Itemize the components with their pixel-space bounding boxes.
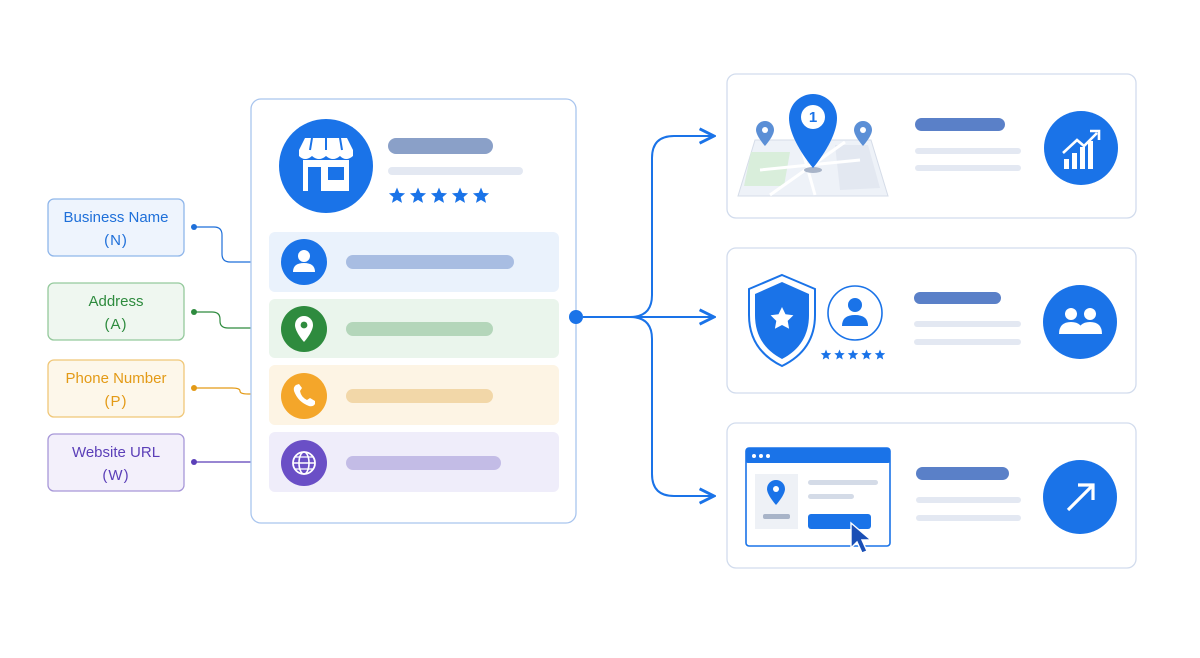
- people-icon: [1043, 285, 1117, 359]
- nap-label-address: Address (A): [47, 282, 185, 341]
- business-profile-card: [250, 98, 577, 524]
- star-icon: [430, 187, 448, 203]
- phone-icon: [281, 373, 327, 419]
- map-ranking-icon: 1: [737, 94, 889, 197]
- user-icon: [281, 239, 327, 285]
- star-icon: [861, 349, 872, 360]
- info-row-address: [269, 299, 559, 358]
- star-icon: [847, 349, 859, 360]
- info-row-phone: [269, 365, 559, 425]
- star-icon: [472, 187, 490, 203]
- outcome-line-placeholder: [914, 321, 1021, 327]
- profile-avatar-icon: [827, 285, 883, 341]
- star-icon: [820, 349, 832, 360]
- row-placeholder: [346, 456, 501, 470]
- label-title: Website URL: [72, 444, 160, 461]
- rating-stars: [388, 187, 490, 203]
- label-code: (W): [102, 467, 129, 484]
- outcome-line-placeholder: [914, 339, 1021, 345]
- review-stars: [820, 349, 886, 360]
- info-row-name: [269, 232, 559, 292]
- label-title: Business Name: [63, 209, 168, 226]
- globe-icon: [281, 440, 327, 486]
- outcome-card-website-traffic: [726, 422, 1137, 569]
- outcome-title-placeholder: [915, 118, 1005, 131]
- star-icon: [834, 349, 845, 360]
- location-pin-icon: [281, 306, 327, 352]
- label-title: Phone Number: [66, 370, 167, 387]
- nap-label-business-name: Business Name (N): [47, 198, 185, 257]
- label-code: (P): [105, 393, 128, 410]
- row-placeholder: [346, 389, 493, 403]
- growth-chart-icon: [1044, 111, 1118, 185]
- map-rank-number: 1: [809, 109, 817, 126]
- business-subtitle-placeholder: [388, 167, 523, 175]
- star-icon: [388, 187, 406, 203]
- star-icon: [451, 187, 469, 203]
- row-placeholder: [346, 322, 493, 336]
- outcome-title-placeholder: [916, 467, 1009, 480]
- trust-shield-icon: [748, 273, 816, 368]
- outcome-line-placeholder: [916, 497, 1021, 503]
- store-icon: [279, 119, 373, 213]
- outcome-card-trust: [726, 247, 1137, 394]
- label-code: (A): [105, 316, 128, 333]
- row-placeholder: [346, 255, 514, 269]
- website-click-icon: [745, 447, 891, 554]
- info-row-website: [269, 432, 559, 492]
- star-icon: [874, 349, 886, 360]
- business-title-placeholder: [388, 138, 493, 154]
- star-icon: [409, 187, 427, 203]
- outcome-card-map-ranking: 1: [726, 73, 1137, 219]
- outcome-line-placeholder: [915, 148, 1021, 154]
- label-code: (N): [104, 232, 128, 249]
- label-title: Address: [88, 293, 143, 310]
- outcome-line-placeholder: [915, 165, 1021, 171]
- outcome-title-placeholder: [914, 292, 1001, 304]
- branch-connector: [569, 136, 714, 496]
- outcome-line-placeholder: [916, 515, 1021, 521]
- nap-label-phone-number: Phone Number (P): [47, 359, 185, 418]
- nap-label-website-url: Website URL (W): [47, 433, 185, 492]
- arrow-up-right-icon: [1043, 460, 1117, 534]
